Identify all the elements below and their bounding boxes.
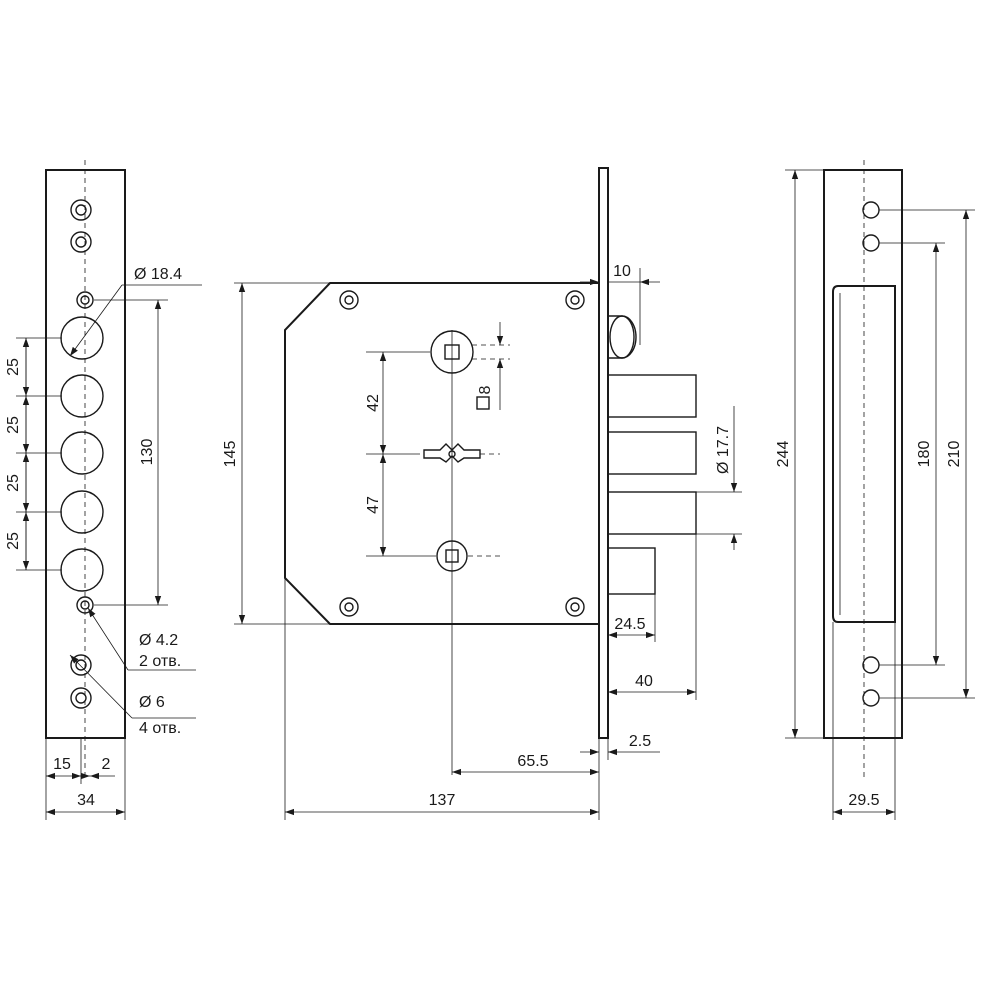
cylinder-lower-spindle-label: 47 xyxy=(365,496,382,514)
strike-plate-slot xyxy=(832,285,896,623)
strike-hole-3 xyxy=(862,656,880,674)
pitch-label-3: 25 xyxy=(5,474,22,492)
bolt-1 xyxy=(607,374,697,418)
faceplate-view: 25 25 25 25 130 Ø 18.4 Ø 4.2 2 отв. Ø 6 … xyxy=(5,160,202,820)
strike-hole-4 xyxy=(862,689,880,707)
bolt-hole-2 xyxy=(60,374,104,418)
strike-height-label: 244 xyxy=(775,441,792,468)
pitch-label-4: 25 xyxy=(5,532,22,550)
bolt-throw-label: 40 xyxy=(635,673,653,690)
pitch-label-1: 25 xyxy=(5,358,22,376)
offset-left-label: 15 xyxy=(53,756,71,773)
spindle-cylinder-label: 42 xyxy=(365,394,382,412)
screw-hole-diameter-label: Ø 6 xyxy=(139,694,165,711)
top-round-bolt xyxy=(607,315,637,359)
mounting-hole-top-right xyxy=(565,290,585,310)
small-hole-count-label: 2 отв. xyxy=(139,653,181,670)
screw-hole-top-1 xyxy=(70,199,92,221)
square-symbol xyxy=(476,396,490,410)
screw-hole-count-label: 4 отв. xyxy=(139,720,181,737)
bolt-3 xyxy=(607,491,697,535)
bolt-2 xyxy=(607,431,697,475)
hole-diameter-label: Ø 18.4 xyxy=(134,266,182,283)
offset-right-label: 2 xyxy=(102,756,111,773)
pitch-label-2: 25 xyxy=(5,416,22,434)
lock-body-view: 42 47 8 145 10 xyxy=(222,167,742,820)
case-height-label: 145 xyxy=(222,441,239,468)
outer-spacing-label: 210 xyxy=(946,441,963,468)
key-cylinder xyxy=(423,443,481,463)
mounting-hole-top-left xyxy=(339,290,359,310)
screw-hole-top-2 xyxy=(70,231,92,253)
small-hole-diameter-label: Ø 4.2 xyxy=(139,632,178,649)
faceplate-width-label: 34 xyxy=(77,792,95,809)
bolt-hole-1 xyxy=(60,316,104,360)
face-thickness-label: 2.5 xyxy=(629,733,651,750)
hole-span-label: 130 xyxy=(139,439,156,466)
screw-hole-bottom-2 xyxy=(70,687,92,709)
bolt-hole-3 xyxy=(60,431,104,475)
strike-width-label: 29.5 xyxy=(848,792,879,809)
small-hole-bottom xyxy=(76,596,94,614)
front-plate xyxy=(598,167,609,739)
plate-thickness-label: 10 xyxy=(613,263,631,280)
strike-hole-2 xyxy=(862,234,880,252)
strike-hole-1 xyxy=(862,201,880,219)
small-hole-top xyxy=(76,291,94,309)
latch xyxy=(607,547,656,595)
case-depth-label: 137 xyxy=(429,792,456,809)
spindle-square-label: 8 xyxy=(477,385,494,394)
lower-spindle xyxy=(436,540,468,572)
inner-spacing-label: 180 xyxy=(916,441,933,468)
faceplate-outline xyxy=(45,169,126,739)
backset-label: 65.5 xyxy=(517,753,548,770)
latch-hole xyxy=(60,548,104,592)
mounting-hole-bottom-right xyxy=(565,597,585,617)
strike-plate-outline xyxy=(823,169,903,739)
bolt-diameter-label: Ø 17.7 xyxy=(715,426,732,474)
latch-width-label: 24.5 xyxy=(614,616,645,633)
screw-hole-bottom-1 xyxy=(70,654,92,676)
mounting-hole-bottom-left xyxy=(339,597,359,617)
upper-spindle xyxy=(430,330,474,374)
bolt-hole-4 xyxy=(60,490,104,534)
strike-plate-view: 244 180 210 29.5 xyxy=(775,160,975,820)
